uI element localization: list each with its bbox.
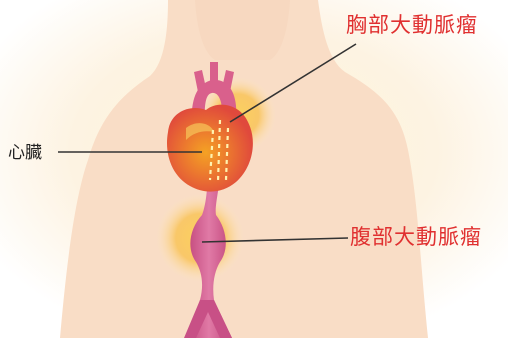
thoracic-aneurysm-label: 胸部大動脈瘤 — [346, 15, 478, 36]
neck-shadow — [195, 0, 290, 60]
heart-label: 心臓 — [8, 145, 42, 162]
abdominal-aneurysm-label: 腹部大動脈瘤 — [350, 227, 482, 248]
